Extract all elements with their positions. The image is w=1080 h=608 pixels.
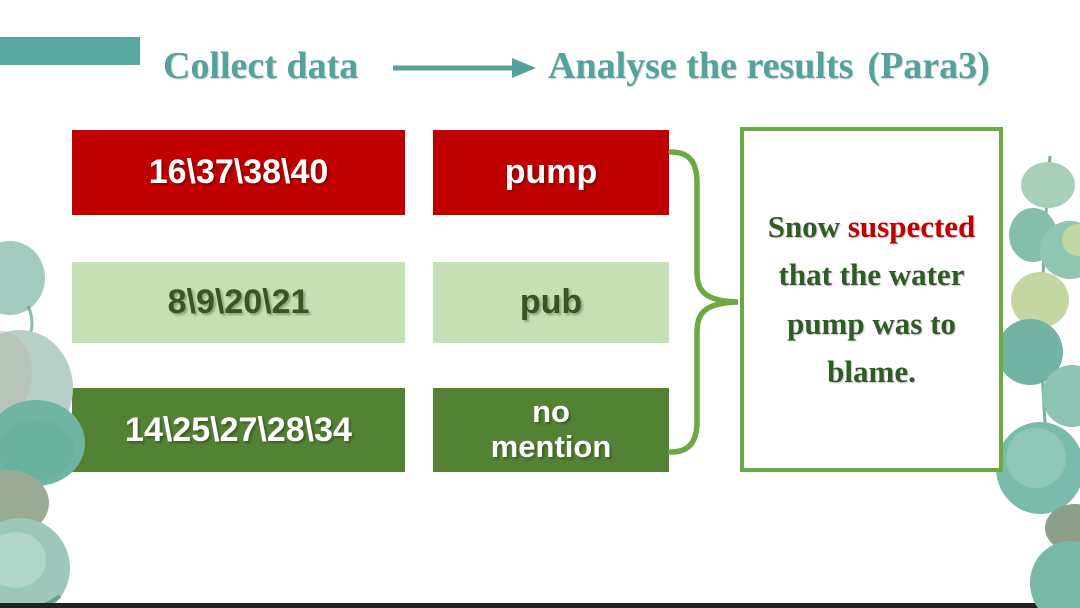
label-cell-pump: pump <box>433 130 669 215</box>
header-step-analyse-label: Analyse the results <box>548 45 854 87</box>
numbers-cell-no-mention: 14\25\27\28\34 <box>72 388 405 472</box>
label-cell-pub: pub <box>433 262 669 343</box>
numbers-cell-pump: 16\37\38\40 <box>72 130 405 215</box>
bottom-edge-strip <box>0 603 1080 608</box>
header-step-analyse-results: Analyse the results (Para3) <box>548 44 990 88</box>
header-accent-bar <box>0 37 140 65</box>
numbers-cell-pub: 8\9\20\21 <box>72 262 405 343</box>
conclusion-part2: that the water pump was to blame. <box>778 257 965 389</box>
conclusion-text: Snow suspected that the water pump was t… <box>756 203 987 395</box>
conclusion-part1: Snow <box>767 209 848 245</box>
header-paragraph-ref: (Para3) <box>867 45 990 87</box>
conclusion-panel: Snow suspected that the water pump was t… <box>740 127 1003 472</box>
header-step-collect-data: Collect data <box>163 45 359 87</box>
conclusion-highlight-suspected: suspected <box>847 209 976 245</box>
label-cell-no-mention: no mention <box>433 388 669 472</box>
label-text-no-mention: no mention <box>490 394 612 464</box>
arrow-right-icon <box>393 58 536 78</box>
